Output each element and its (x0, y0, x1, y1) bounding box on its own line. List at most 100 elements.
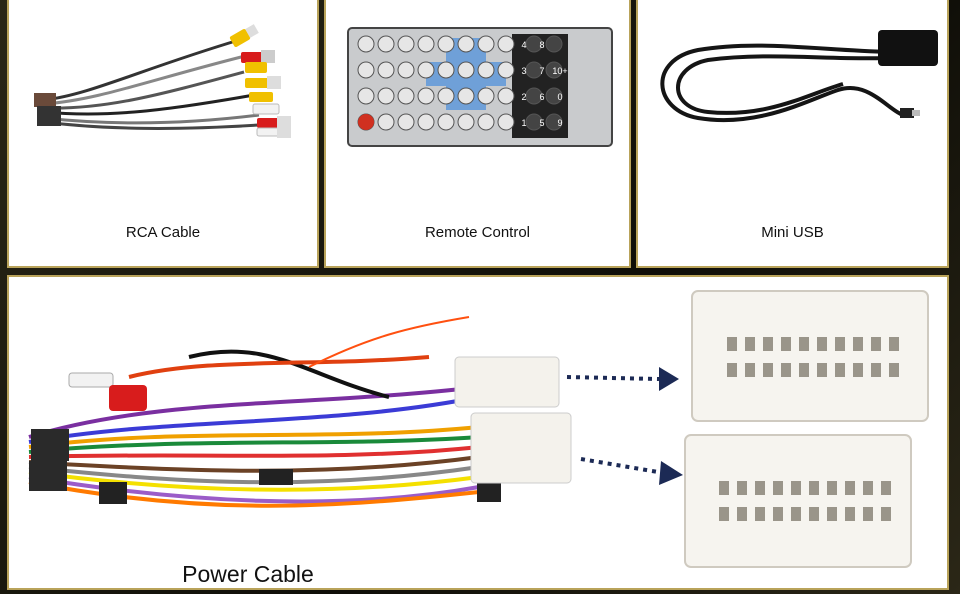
remote-button (477, 35, 495, 53)
connector-pin (799, 337, 809, 351)
remote-button (457, 87, 475, 105)
remote-button (497, 113, 515, 131)
power-cable-image (28, 290, 929, 568)
remote-button (525, 113, 543, 131)
mini-usb-label: Mini USB (761, 224, 824, 241)
connector-pin (737, 481, 747, 495)
rca-cable-label: RCA Cable (125, 224, 201, 241)
remote-button (457, 61, 475, 79)
remote-button (357, 61, 375, 79)
connector-pin (853, 363, 863, 377)
remote-button (357, 35, 375, 53)
connector-pin (889, 363, 899, 377)
connector-pin (881, 481, 891, 495)
remote-button (545, 35, 563, 53)
keypad-key: 2 (521, 92, 526, 102)
connector-pin (863, 507, 873, 521)
remote-button (525, 35, 543, 53)
connector-pin (853, 337, 863, 351)
connector-pin (835, 363, 845, 377)
keypad-key: 8 (539, 40, 544, 50)
connector-pin (799, 363, 809, 377)
remote-button (497, 61, 515, 79)
remote-button (477, 87, 495, 105)
panel-remote-control: 4 8 3 7 10+ 2 6 0 1 5 9 Remote Control (324, 0, 631, 268)
connector-pin (809, 507, 819, 521)
power-cable-label: Power Cable (182, 561, 314, 587)
connector-pin (817, 337, 827, 351)
rca-cable-image (34, 24, 291, 138)
connector-pin (755, 507, 765, 521)
connector-pin (809, 481, 819, 495)
connector-pin (755, 481, 765, 495)
connector-pin (773, 481, 783, 495)
remote-button (457, 35, 475, 53)
panel-power-cable: Power Cable (7, 275, 949, 590)
connector-pin (763, 337, 773, 351)
connector-pin (719, 507, 729, 521)
connector-pin (737, 507, 747, 521)
keypad-key: 4 (521, 40, 526, 50)
power-button-icon (358, 114, 374, 130)
connector-pin (817, 363, 827, 377)
connector-pin (719, 481, 729, 495)
remote-button (377, 113, 395, 131)
remote-button (437, 113, 455, 131)
panel-mini-usb: Mini USB (636, 0, 949, 268)
connector-pin (763, 363, 773, 377)
remote-button (397, 35, 415, 53)
remote-button (397, 113, 415, 131)
connector-pin (745, 337, 755, 351)
remote-button (477, 113, 495, 131)
remote-button (397, 61, 415, 79)
remote-button (457, 113, 475, 131)
connector-pin (791, 507, 801, 521)
remote-button (417, 35, 435, 53)
remote-button (437, 35, 455, 53)
remote-button (497, 87, 515, 105)
remote-button (545, 61, 563, 79)
remote-button (525, 87, 543, 105)
connector-pin (889, 337, 899, 351)
keypad-key: 7 (539, 66, 544, 76)
remote-button (437, 87, 455, 105)
connector-pin (827, 507, 837, 521)
keypad-key: 3 (521, 66, 526, 76)
connector-pin (827, 481, 837, 495)
remote-control-label: Remote Control (424, 224, 531, 241)
keypad-key: 10+ (552, 66, 567, 76)
remote-button (545, 87, 563, 105)
mini-usb-image (660, 30, 938, 123)
connector-pin (845, 507, 855, 521)
remote-button (437, 61, 455, 79)
remote-button (497, 35, 515, 53)
keypad-key: 0 (557, 92, 562, 102)
connector-pin (727, 337, 737, 351)
connector-pin (781, 363, 791, 377)
keypad-key: 6 (539, 92, 544, 102)
remote-button (545, 113, 563, 131)
remote-button (377, 61, 395, 79)
remote-button (525, 61, 543, 79)
keypad-key: 1 (521, 118, 526, 128)
connector-pin (791, 481, 801, 495)
connector-pin (781, 337, 791, 351)
remote-button (477, 61, 495, 79)
connector-pin (845, 481, 855, 495)
remote-button (417, 113, 435, 131)
remote-control-image: 4 8 3 7 10+ 2 6 0 1 5 9 (347, 27, 613, 147)
remote-button (377, 87, 395, 105)
connector-pin (835, 337, 845, 351)
remote-button (417, 87, 435, 105)
connector-pin (881, 507, 891, 521)
remote-button (357, 87, 375, 105)
keypad-key: 5 (539, 118, 544, 128)
connector-pin (727, 363, 737, 377)
connector-pin (745, 363, 755, 377)
connector-pin (863, 481, 873, 495)
connector-pin (871, 363, 881, 377)
keypad-key: 9 (557, 118, 562, 128)
panel-rca-cable: RCA Cable (7, 0, 319, 268)
remote-button (377, 35, 395, 53)
remote-button (397, 87, 415, 105)
